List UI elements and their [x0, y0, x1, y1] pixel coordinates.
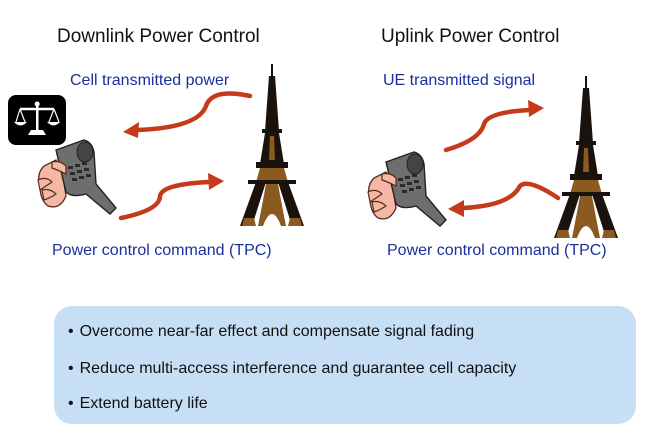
- downlink-top-label: Cell transmitted power: [70, 72, 230, 89]
- phone-in-hand-icon: [367, 151, 447, 227]
- uplink-top-label: UE transmitted signal: [383, 72, 536, 89]
- signal-arrow-icon: [118, 173, 224, 221]
- benefit-item: • Overcome near-far effect and compensate…: [68, 323, 474, 341]
- benefit-item: • Extend battery life: [68, 395, 208, 413]
- bullet-icon: •: [68, 360, 74, 377]
- benefit-item: • Reduce multi-access interference and gu…: [68, 360, 516, 378]
- eiffel-tower-icon: [239, 63, 305, 227]
- benefits-panel: • Overcome near-far effect and compensate…: [54, 306, 636, 424]
- bullet-icon: •: [68, 395, 74, 412]
- bullet-icon: •: [68, 323, 74, 340]
- signal-arrow-icon: [448, 181, 561, 217]
- diagram-scene: [37, 63, 619, 239]
- downlink-bottom-label: Power control command (TPC): [52, 242, 272, 259]
- benefit-text: Extend battery life: [79, 395, 208, 412]
- balance-scale-icon: [8, 95, 66, 145]
- phone-in-hand-icon: [37, 139, 117, 215]
- signal-arrow-icon: [123, 91, 253, 138]
- benefit-text: Overcome near-far effect and compensate …: [79, 323, 475, 340]
- downlink-title: Downlink Power Control: [57, 26, 260, 47]
- benefit-text: Reduce multi-access interference and gua…: [79, 360, 517, 377]
- uplink-title: Uplink Power Control: [381, 26, 560, 47]
- uplink-bottom-label: Power control command (TPC): [387, 242, 607, 259]
- signal-arrow-icon: [443, 100, 544, 153]
- eiffel-tower-icon: [553, 75, 619, 239]
